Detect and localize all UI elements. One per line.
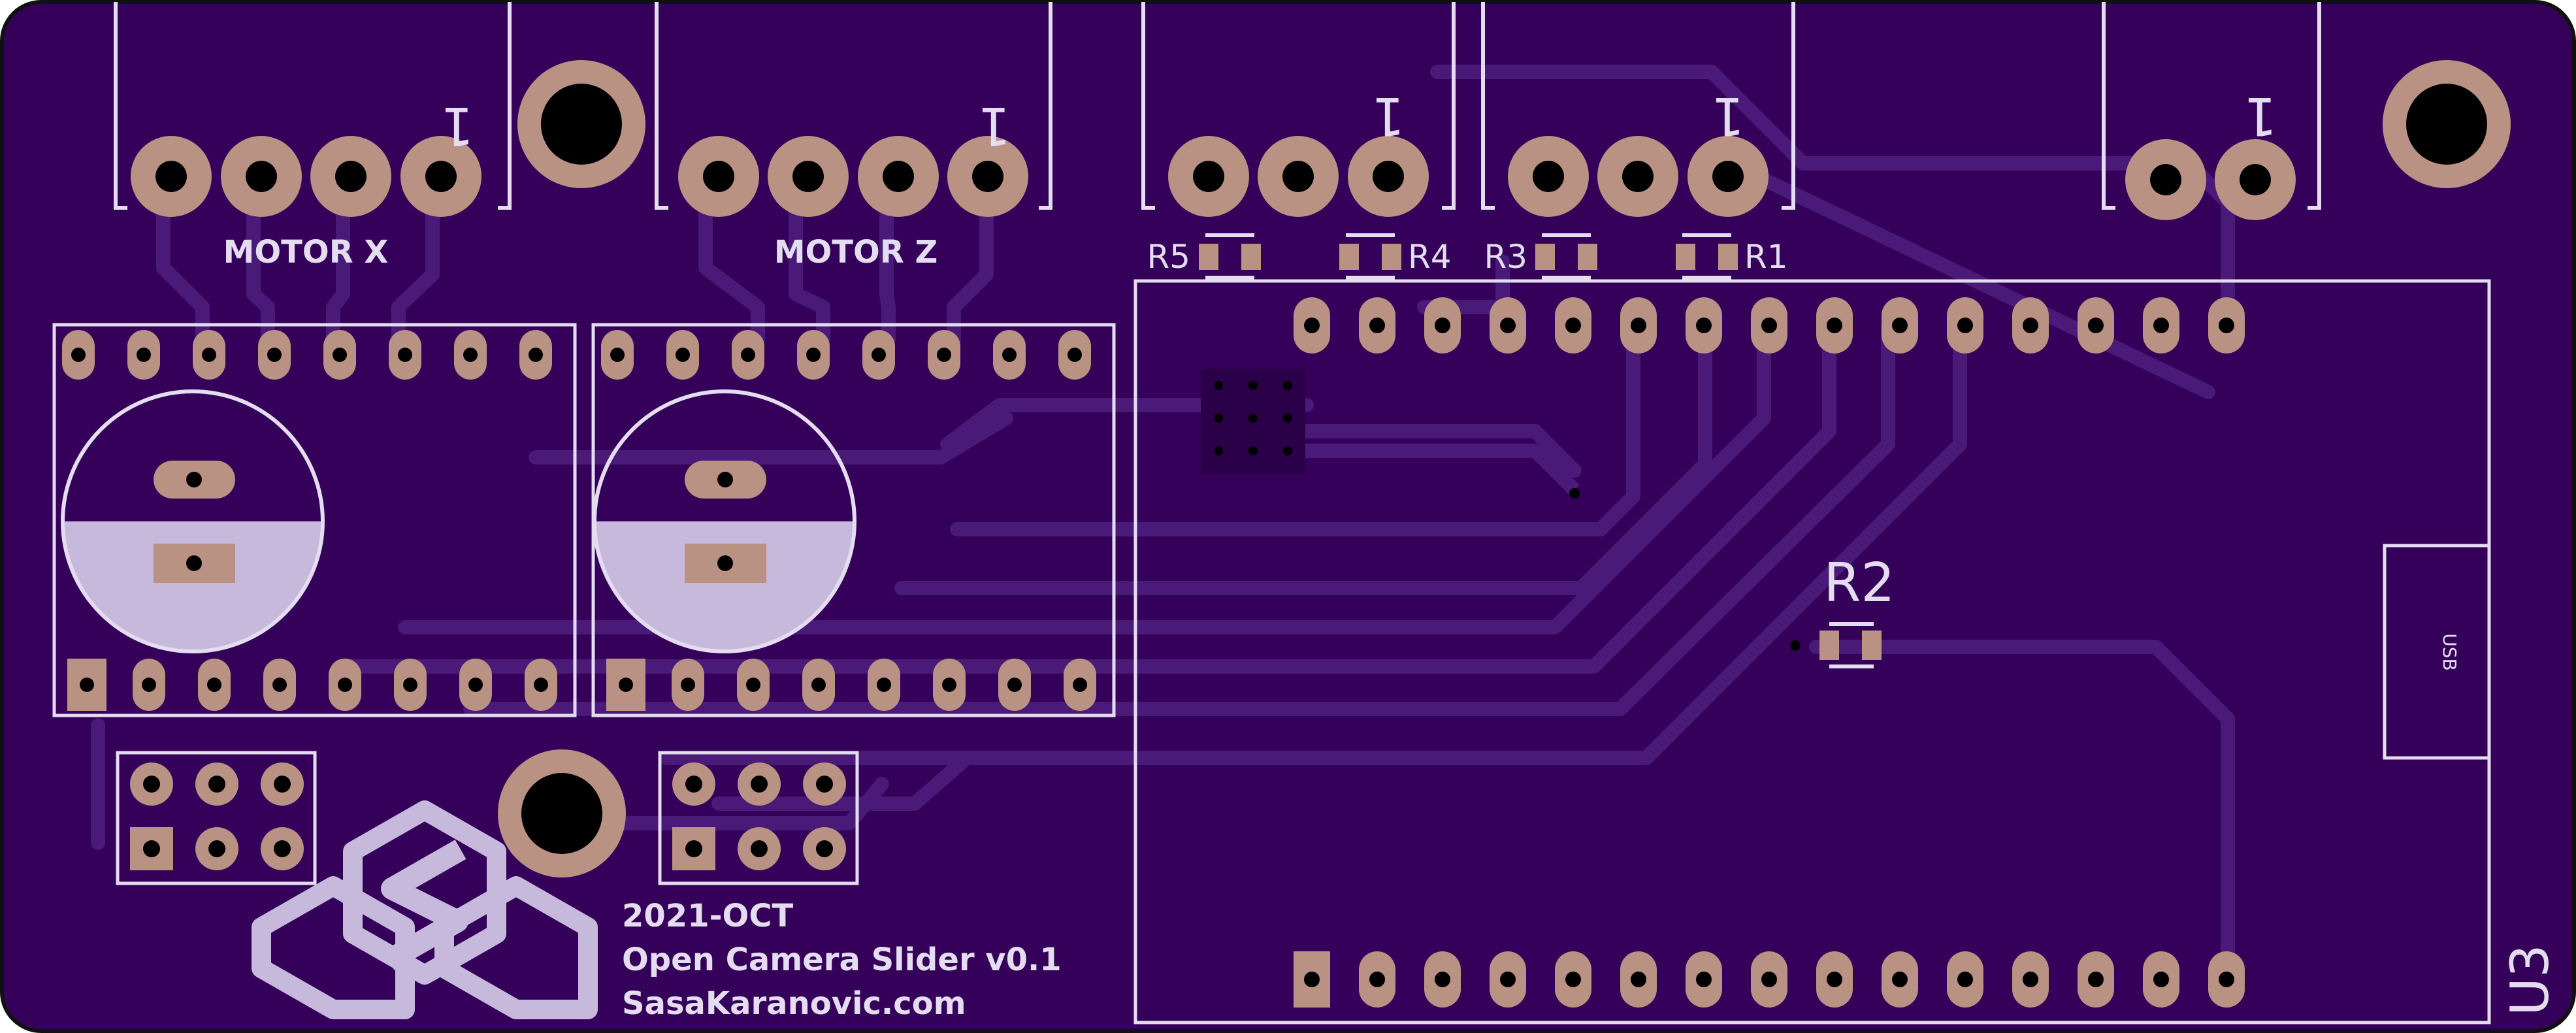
motor-x-label: MOTOR X <box>223 234 389 271</box>
board-website: SasaKaranovic.com <box>622 985 966 1022</box>
pin1-marker: 1 <box>2244 86 2277 146</box>
resistor-r1 <box>1676 233 1738 280</box>
hexagon-logo-icon <box>252 800 598 1019</box>
r3-label: R3 <box>1484 238 1527 276</box>
resistor-r3 <box>1535 233 1597 280</box>
resistor-r2 <box>1790 622 1882 668</box>
mounting-hole <box>2383 60 2511 188</box>
via-grid <box>1201 369 1580 499</box>
r5-label: R5 <box>1147 238 1190 276</box>
three-pin-connector: 1 <box>1141 2 1456 217</box>
pin1-marker: 1 <box>441 95 474 156</box>
usb-label: USB <box>2439 633 2460 670</box>
stepper-driver-module <box>52 323 577 717</box>
resistor-r5 <box>1199 233 1261 280</box>
board-project-name: Open Camera Slider v0.1 <box>622 942 1062 978</box>
mounting-hole <box>498 749 626 877</box>
pin1-marker: 1 <box>1712 86 1745 146</box>
pin1-marker: 1 <box>1372 86 1405 146</box>
r4-label: R4 <box>1408 238 1452 276</box>
motor-x-connector: 1 <box>114 2 512 217</box>
stepper-driver-module <box>591 323 1116 717</box>
motor-z-connector: 1 <box>655 2 1052 217</box>
pin1-marker: 1 <box>978 95 1011 156</box>
mcu-module-u3: USB <box>1133 279 2491 1025</box>
mounting-hole <box>517 60 645 188</box>
two-pin-connector: 1 <box>2102 2 2321 220</box>
pin-header-2x3 <box>116 751 317 885</box>
r2-label: R2 <box>1823 552 1895 614</box>
trace-layer <box>91 65 2235 981</box>
motor-z-label: MOTOR Z <box>774 234 938 271</box>
r1-label: R1 <box>1744 238 1788 276</box>
u3-label: U3 <box>2500 944 2560 1015</box>
three-pin-connector: 1 <box>1481 2 1795 217</box>
board-date: 2021-OCT <box>622 898 794 934</box>
resistor-r4 <box>1339 233 1401 280</box>
pin-header-2x3 <box>658 751 859 885</box>
